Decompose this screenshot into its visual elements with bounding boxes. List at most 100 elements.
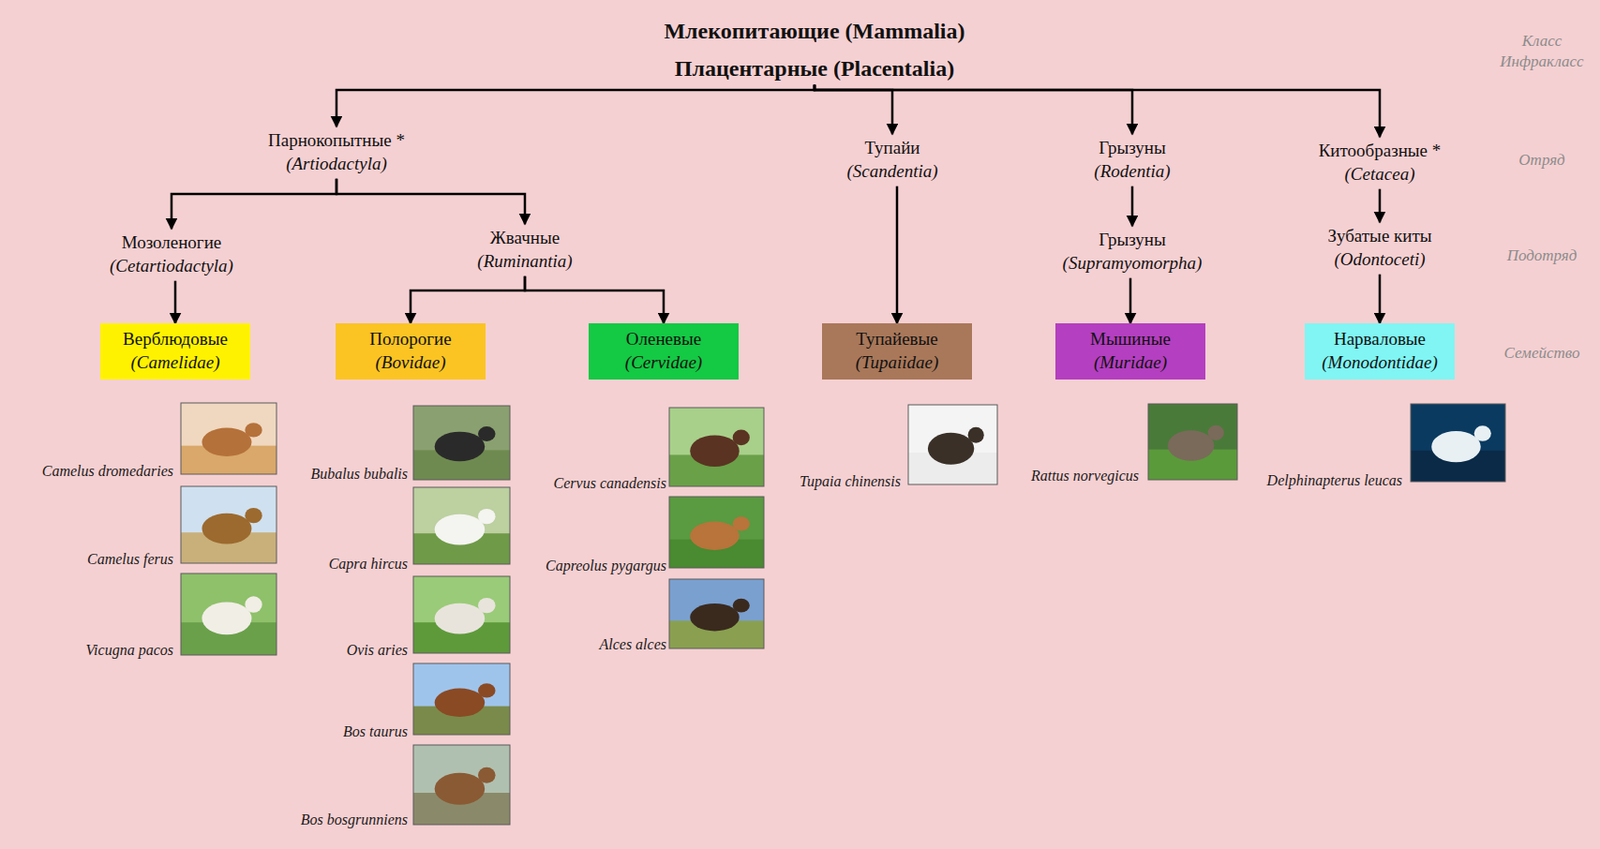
animal-head: [244, 596, 262, 613]
animal-photo: [908, 404, 998, 485]
taxon-name: Зубатые киты: [1327, 224, 1432, 249]
species-label: Bos bosgrunniens: [300, 810, 408, 829]
tree-arrow: [171, 179, 337, 230]
family-box: Тупайевые(Tupaiidae): [822, 323, 972, 379]
photo-frame: [669, 496, 764, 569]
animal-head: [1474, 425, 1492, 442]
taxon-name: Тупайевые: [835, 328, 959, 352]
tree-arrow: [896, 186, 899, 325]
animal-photo: [180, 403, 277, 475]
photo-sky: [413, 487, 510, 565]
photo-frame: [180, 403, 277, 475]
tree-arrow: [1378, 274, 1382, 325]
animal-head: [1208, 425, 1225, 441]
animal-head: [478, 767, 496, 784]
photo-frame: [413, 745, 510, 825]
photo-frame: [413, 663, 510, 735]
family-box: Верблюдовые(Camelidae): [100, 323, 251, 379]
taxon-name: Верблюдовые: [113, 328, 238, 352]
animal-head: [478, 426, 496, 442]
animal-body: [1167, 430, 1214, 461]
species-label: Vicugna pacos: [86, 641, 174, 659]
animal-body: [689, 522, 740, 551]
taxon-heading: Мозоленогие(Cetartiodactyla): [104, 228, 239, 281]
latin-name: (Odontoceti): [1327, 248, 1432, 272]
animal-head: [732, 598, 750, 614]
photo-sky: [669, 496, 764, 569]
taxon-name: Плацентарные (Placentalia): [674, 55, 955, 83]
photo-frame: [1410, 403, 1506, 482]
diagram-title: Млекопитающие (Mammalia): [663, 17, 965, 45]
tree-arrow: [1129, 278, 1133, 325]
animal-body: [201, 513, 252, 545]
tree-arrow: [336, 179, 525, 225]
species-label: Capreolus pygargus: [545, 556, 667, 575]
taxon-heading: Китообразные *(Cetacea): [1314, 136, 1447, 189]
taxon-name: Грызуны: [1093, 136, 1170, 161]
latin-name: (Bovidae): [348, 351, 473, 375]
taxon-name: Тупайи: [846, 136, 938, 161]
photo-frame: [908, 404, 998, 485]
photo-sky: [413, 405, 510, 480]
tree-arrow: [814, 84, 1133, 135]
animal-body: [434, 773, 486, 806]
animal-photo: [180, 486, 277, 564]
photo-frame: [180, 486, 277, 564]
animal-photo: [1410, 403, 1506, 482]
taxon-heading: Жвачные(Ruminantia): [472, 224, 577, 276]
species-label: Bubalus bubalis: [310, 464, 408, 483]
taxon-name: Грызуны: [1062, 228, 1203, 253]
tree-arrow: [410, 276, 525, 325]
photo-frame: [669, 579, 764, 649]
tree-arrow: [336, 84, 815, 127]
photo-sky: [180, 486, 277, 564]
taxon-heading: Грызуны(Rodentia): [1089, 134, 1175, 186]
photo-sky: [413, 663, 510, 735]
tree-arrow: [1378, 189, 1382, 224]
taxon-name: Мозоленогие: [109, 231, 234, 255]
animal-body: [434, 514, 486, 546]
animal-photo: [1148, 403, 1238, 480]
animal-photo: [413, 405, 510, 480]
species-label: Bos taurus: [343, 722, 408, 741]
animal-photo: [669, 407, 764, 487]
species-label: Capra hircus: [328, 554, 408, 573]
animal-head: [244, 508, 262, 524]
taxon-name: Жвачные: [477, 226, 572, 251]
latin-name: (Monodontidae): [1317, 351, 1442, 375]
tree-arrow: [524, 276, 664, 325]
latin-name: (Cervidae): [601, 351, 726, 375]
taxon-name: Китообразные *: [1318, 139, 1442, 164]
animal-photo: [669, 579, 764, 649]
animal-head: [478, 508, 496, 524]
photo-sky: [908, 404, 998, 485]
latin-name: (Tupaiidae): [835, 351, 959, 375]
species-label: Camelus dromedaries: [42, 462, 174, 480]
animal-head: [244, 422, 262, 437]
taxon-heading: Зубатые киты(Odontoceti): [1322, 222, 1436, 274]
taxon-heading: Тупайи(Scandentia): [841, 134, 943, 186]
photo-sky: [669, 579, 764, 649]
animal-photo: [413, 487, 510, 565]
species-label: Cervus canadensis: [553, 474, 667, 493]
taxon-name: Мышиные: [1068, 328, 1193, 352]
photo-sky: [1410, 403, 1506, 482]
family-box: Нарваловые(Monodontidae): [1304, 323, 1455, 379]
tree-arrow: [174, 281, 178, 325]
photo-frame: [413, 405, 510, 480]
photo-sky: [413, 576, 510, 654]
species-label: Camelus ferus: [87, 550, 174, 569]
animal-body: [201, 601, 252, 635]
rank-label: Семейство: [1504, 343, 1581, 363]
photo-sky: [180, 403, 277, 475]
taxon-name: Оленевые: [601, 328, 726, 352]
animal-photo: [180, 573, 277, 656]
animal-head: [478, 598, 496, 614]
latin-name: (Artiodactyla): [268, 152, 405, 177]
photo-frame: [413, 487, 510, 565]
animal-body: [434, 432, 486, 463]
latin-name: (Ruminantia): [477, 250, 572, 274]
